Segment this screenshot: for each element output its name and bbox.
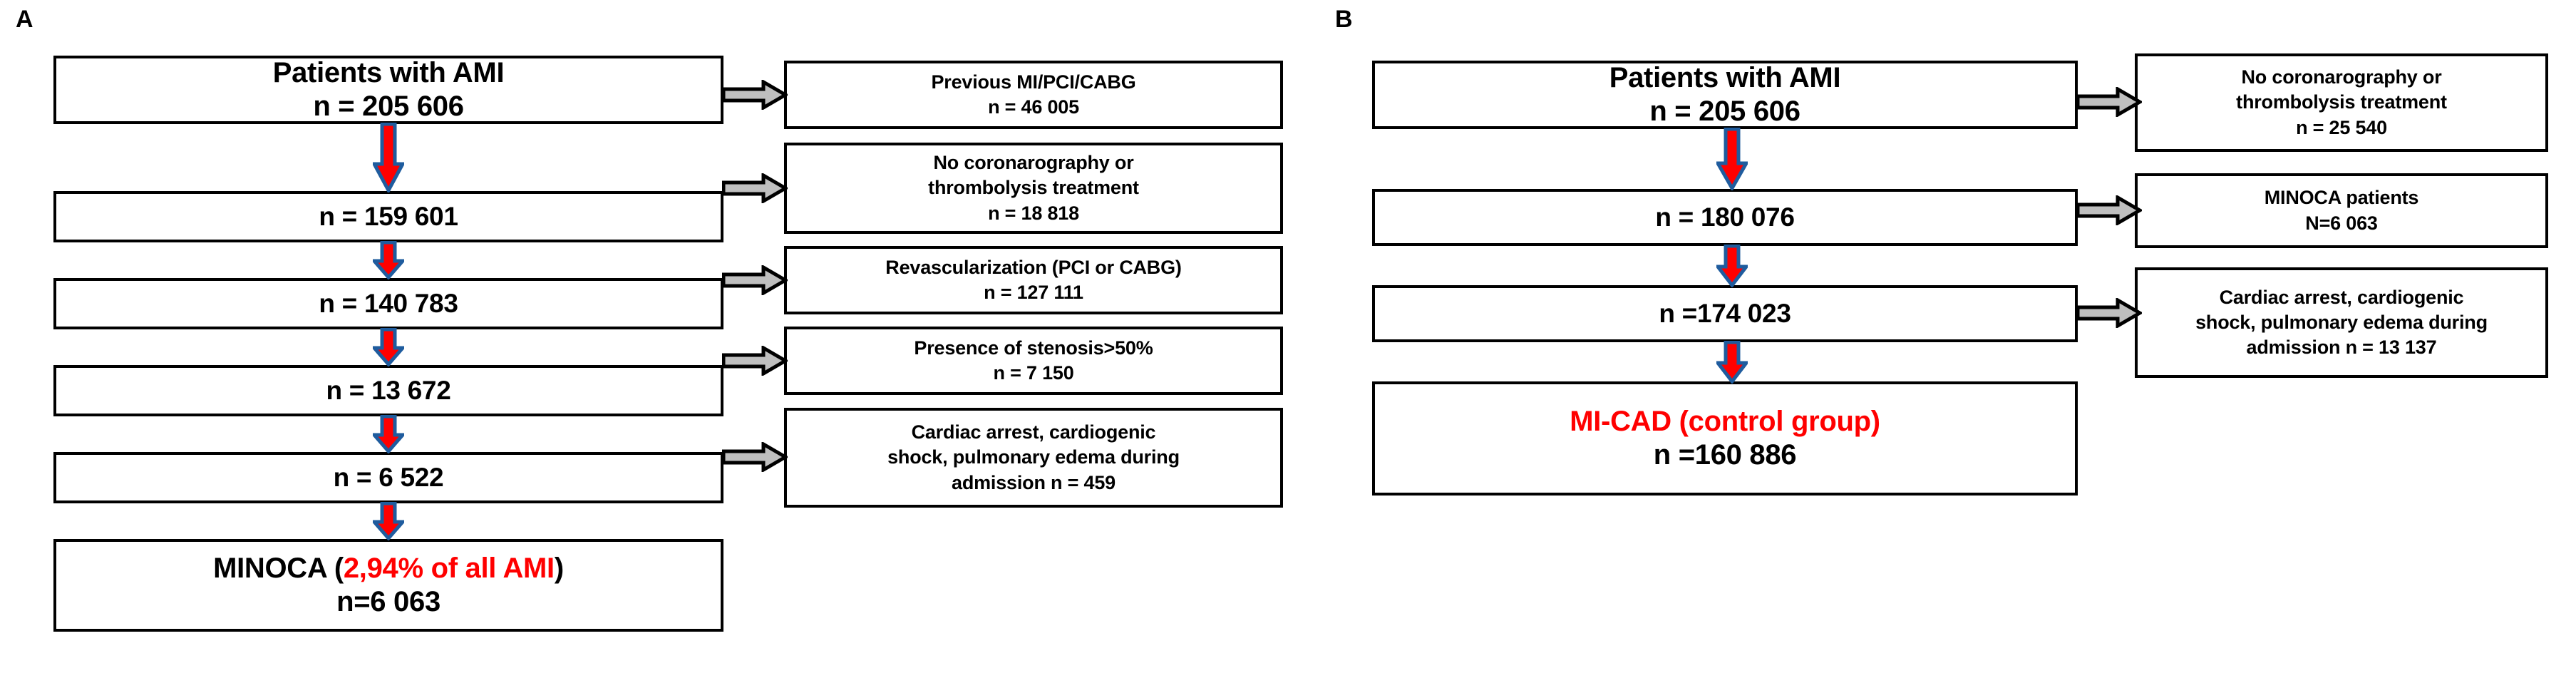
box-a-main-4: n = 13 672 [53, 365, 723, 416]
box-a-excl-2-line-1: No coronarography or [933, 152, 1134, 174]
box-a-main-5: n = 6 522 [53, 452, 723, 503]
red-down-arrow-a-5 [373, 502, 404, 540]
box-b-excl-3: Cardiac arrest, cardiogenic shock, pulmo… [2135, 267, 2548, 378]
box-a-excl-1: Previous MI/PCI/CABG n = 46 005 [784, 61, 1283, 129]
box-b-main-2-line-1: n = 180 076 [1655, 202, 1795, 232]
box-a-excl-2-line-3: n = 18 818 [988, 202, 1079, 224]
panel-label-a: A [16, 6, 34, 33]
grey-right-arrow-a-3 [722, 265, 788, 295]
box-b-excl-1: No coronarography or thrombolysis treatm… [2135, 53, 2548, 152]
box-a-excl-4: Presence of stenosis>50% n = 7 150 [784, 327, 1283, 395]
grey-right-arrow-b-3 [2076, 298, 2142, 328]
grey-right-arrow-a-1 [722, 80, 788, 110]
box-a-main-2-line-1: n = 159 601 [319, 202, 458, 232]
red-down-arrow-a-4 [373, 415, 404, 453]
box-a-excl-4-line-1: Presence of stenosis>50% [914, 337, 1153, 359]
box-b-main-3: n =174 023 [1372, 285, 2078, 342]
box-b-main-2: n = 180 076 [1372, 189, 2078, 246]
box-b-main-3-line-1: n =174 023 [1659, 299, 1791, 329]
minoca-label-prefix: MINOCA ( [213, 552, 344, 584]
grey-right-arrow-b-2 [2076, 195, 2142, 225]
box-a-excl-4-line-2: n = 7 150 [993, 362, 1074, 384]
red-down-arrow-a-1 [373, 123, 404, 192]
box-a-main-3-line-1: n = 140 783 [319, 289, 458, 319]
box-a-excl-2: No coronarography or thrombolysis treatm… [784, 143, 1283, 234]
box-a-excl-2-line-2: thrombolysis treatment [928, 177, 1139, 199]
box-a-main-2: n = 159 601 [53, 191, 723, 242]
box-a-main-1: Patients with AMI n = 205 606 [53, 56, 723, 124]
box-a-excl-3-line-2: n = 127 111 [984, 282, 1083, 303]
box-a-main-6-line-1: MINOCA (2,94% of all AMI) [62, 552, 715, 585]
box-b-excl-3-line-3: admission n = 13 137 [2246, 337, 2437, 359]
box-a-main-6-line-2: n=6 063 [336, 586, 441, 617]
red-down-arrow-a-3 [373, 328, 404, 366]
box-a-excl-5-line-3: admission n = 459 [952, 471, 1116, 493]
box-b-excl-1-line-2: thrombolysis treatment [2236, 91, 2447, 113]
panel-label-b: B [1335, 6, 1353, 33]
box-b-excl-1-line-1: No coronarography or [2241, 66, 2442, 88]
box-a-main-1-line-2: n = 205 606 [313, 91, 464, 122]
grey-right-arrow-a-4 [722, 346, 788, 376]
box-b-excl-3-line-1: Cardiac arrest, cardiogenic [2219, 286, 2464, 308]
box-b-excl-1-line-3: n = 25 540 [2296, 116, 2387, 138]
box-b-main-4-line-1: MI-CAD (control group) [1570, 405, 1880, 437]
box-a-excl-3-line-1: Revascularization (PCI or CABG) [885, 256, 1182, 278]
box-b-main-1-line-1: Patients with AMI [1609, 61, 1841, 93]
box-b-main-1-line-2: n = 205 606 [1649, 96, 1800, 127]
red-down-arrow-a-2 [373, 241, 404, 279]
box-a-main-4-line-1: n = 13 672 [326, 376, 451, 406]
grey-right-arrow-a-5 [722, 442, 788, 472]
box-a-excl-1-line-1: Previous MI/PCI/CABG [931, 71, 1136, 93]
box-a-excl-5: Cardiac arrest, cardiogenic shock, pulmo… [784, 408, 1283, 508]
red-down-arrow-b-3 [1716, 341, 1748, 384]
box-a-main-6: MINOCA (2,94% of all AMI) n=6 063 [53, 539, 723, 632]
box-b-excl-2-line-2: N=6 063 [2305, 212, 2378, 234]
box-a-excl-1-line-2: n = 46 005 [988, 96, 1079, 118]
box-b-excl-2: MINOCA patients N=6 063 [2135, 173, 2548, 248]
box-b-main-4-line-2: n =160 886 [1653, 439, 1797, 471]
box-b-main-4: MI-CAD (control group) n =160 886 [1372, 381, 2078, 496]
box-a-main-5-line-1: n = 6 522 [333, 463, 444, 493]
box-a-excl-5-line-2: shock, pulmonary edema during [887, 446, 1180, 468]
grey-right-arrow-a-2 [722, 173, 788, 203]
box-a-main-1-line-1: Patients with AMI [272, 56, 505, 88]
box-a-excl-3: Revascularization (PCI or CABG) n = 127 … [784, 246, 1283, 314]
red-down-arrow-b-2 [1716, 245, 1748, 287]
box-a-main-3: n = 140 783 [53, 278, 723, 329]
grey-right-arrow-b-1 [2076, 87, 2142, 117]
box-b-excl-3-line-2: shock, pulmonary edema during [2195, 311, 2488, 333]
minoca-percentage: 2,94% of all AMI [343, 552, 555, 584]
box-a-excl-5-line-1: Cardiac arrest, cardiogenic [911, 421, 1156, 443]
minoca-label-suffix: ) [554, 552, 564, 584]
box-b-excl-2-line-1: MINOCA patients [2264, 187, 2419, 209]
red-down-arrow-b-1 [1716, 128, 1748, 190]
box-b-main-1: Patients with AMI n = 205 606 [1372, 61, 2078, 129]
